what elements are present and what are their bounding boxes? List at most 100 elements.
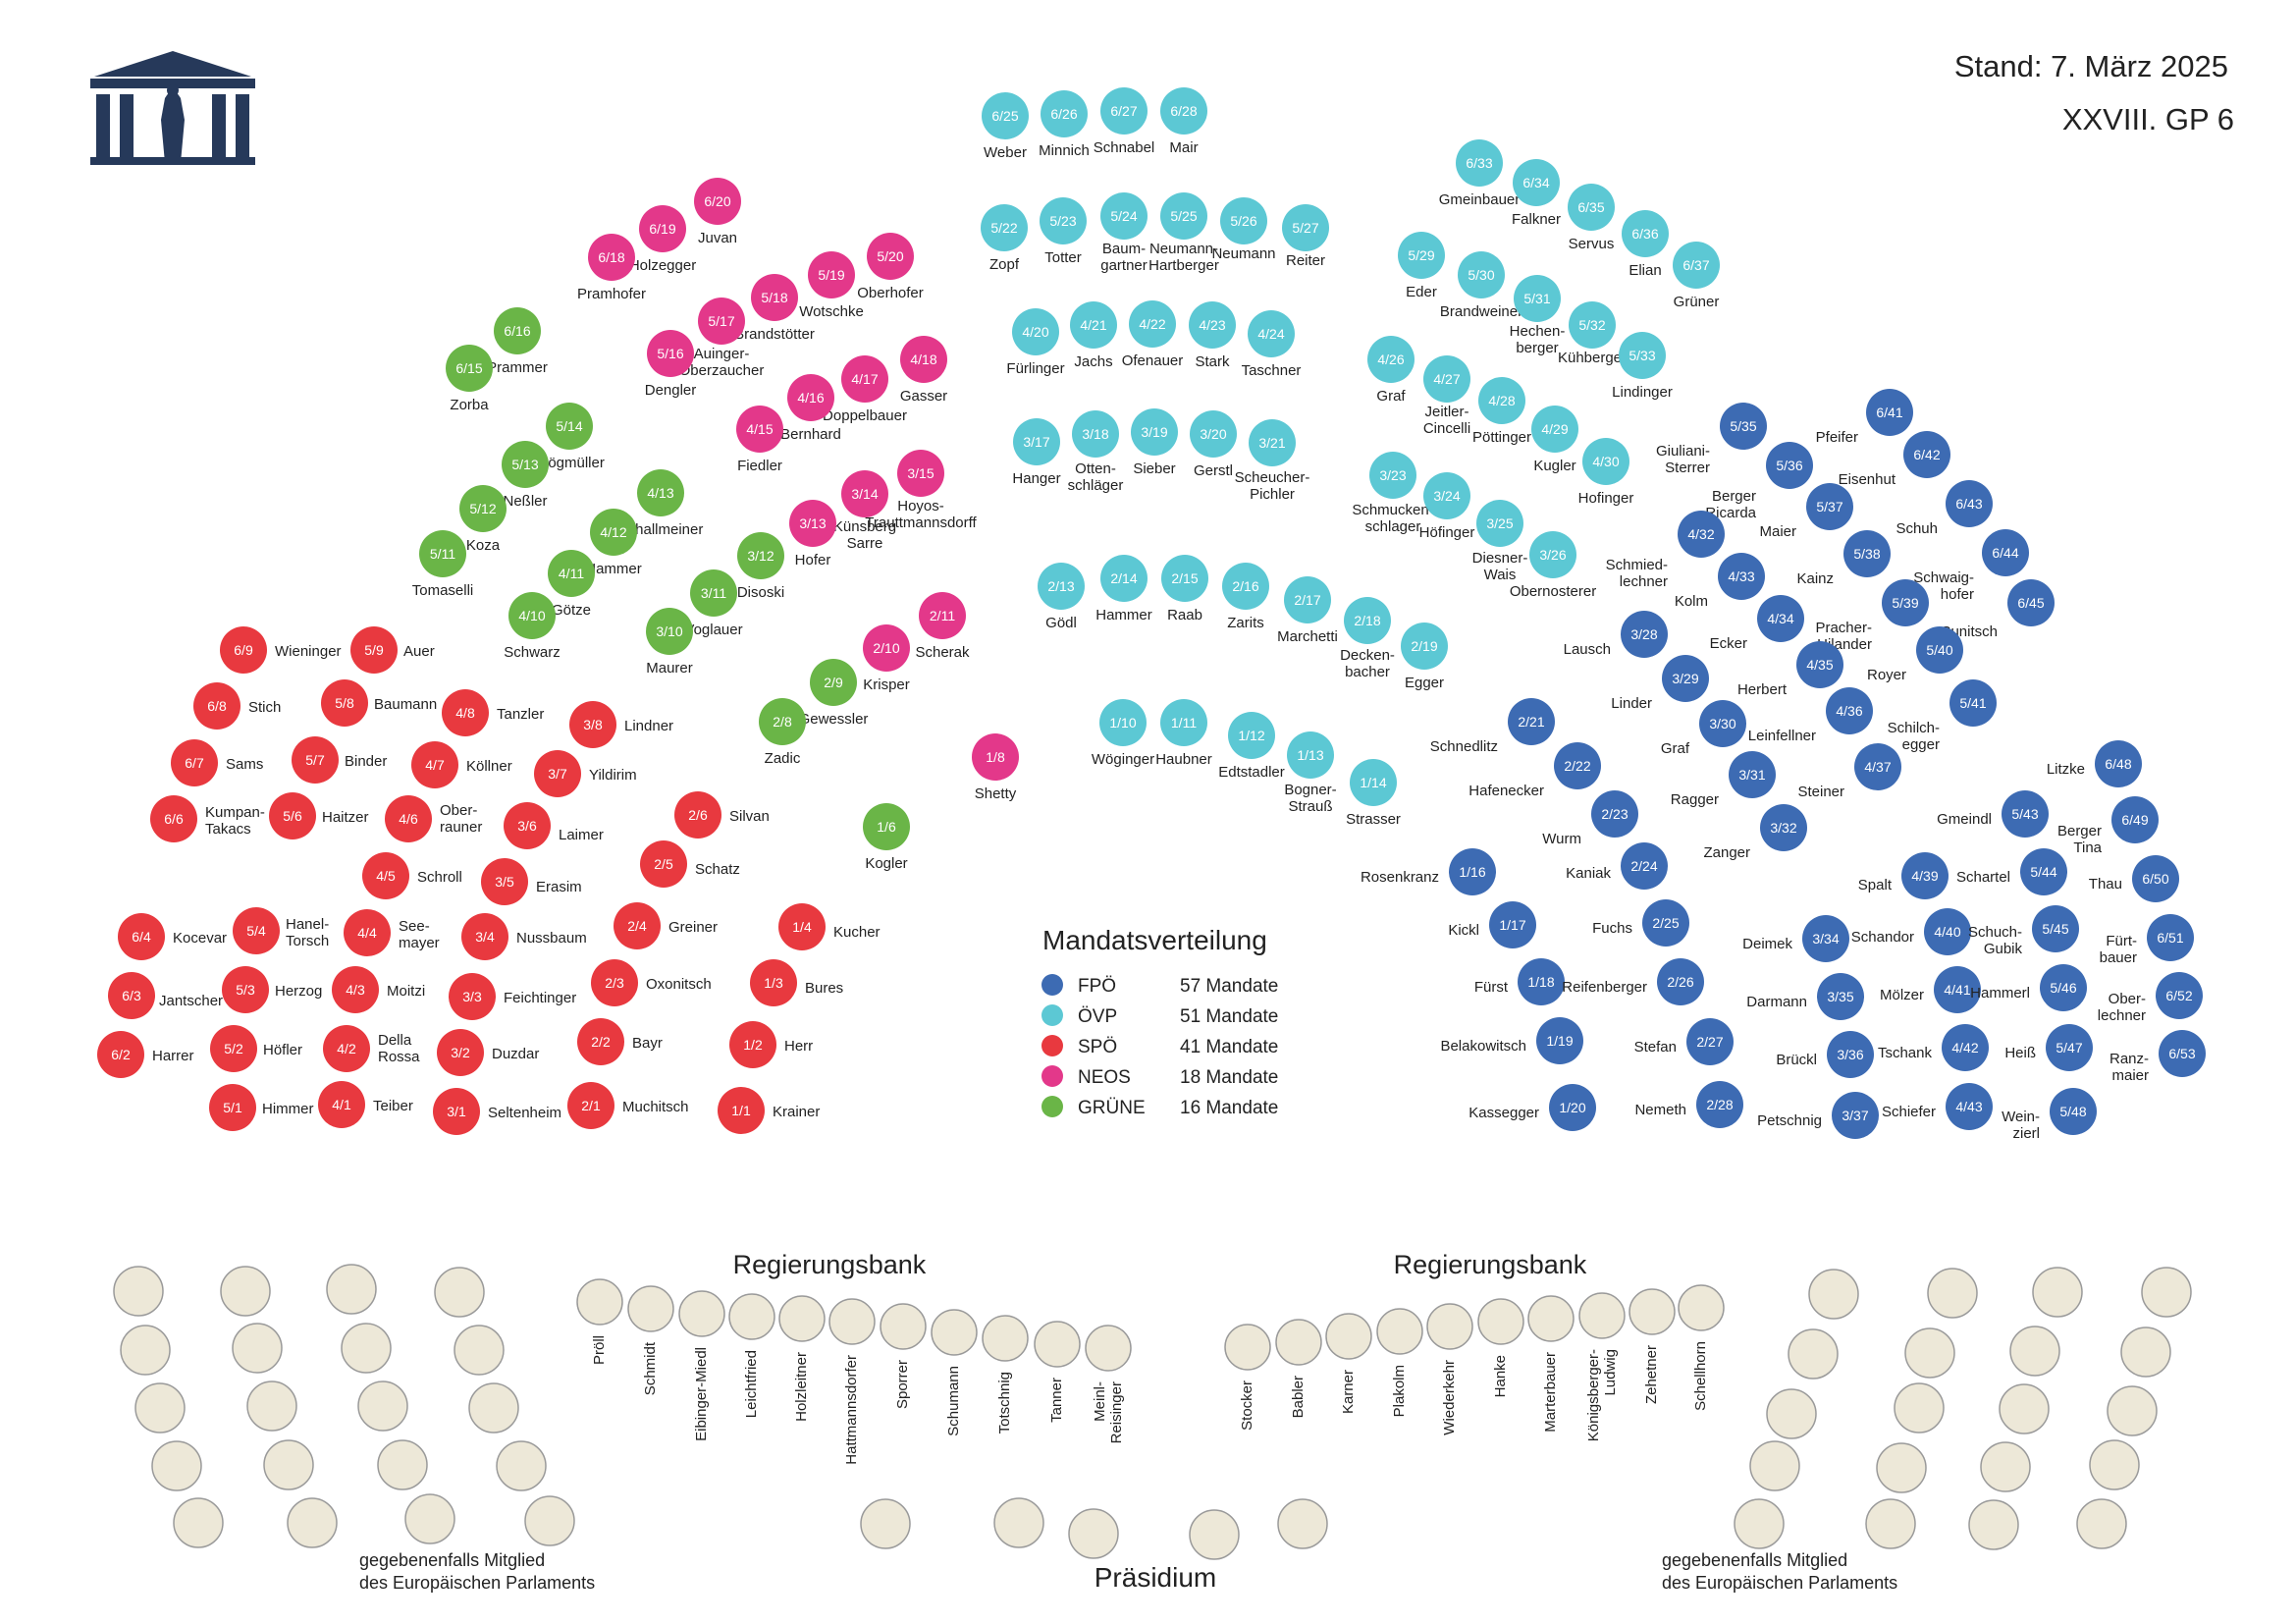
government-seat[interactable]: Zehetner: [1629, 1288, 1676, 1404]
government-seat[interactable]: Babler: [1275, 1319, 1322, 1418]
government-seat[interactable]: Königsberger-Ludwig: [1578, 1292, 1626, 1441]
government-seat[interactable]: Schmidt: [627, 1285, 674, 1395]
government-seat[interactable]: Marterbauer: [1527, 1295, 1575, 1433]
government-seat[interactable]: Eibinger-Miedl: [678, 1290, 725, 1441]
government-seat[interactable]: Pröll: [576, 1278, 623, 1365]
